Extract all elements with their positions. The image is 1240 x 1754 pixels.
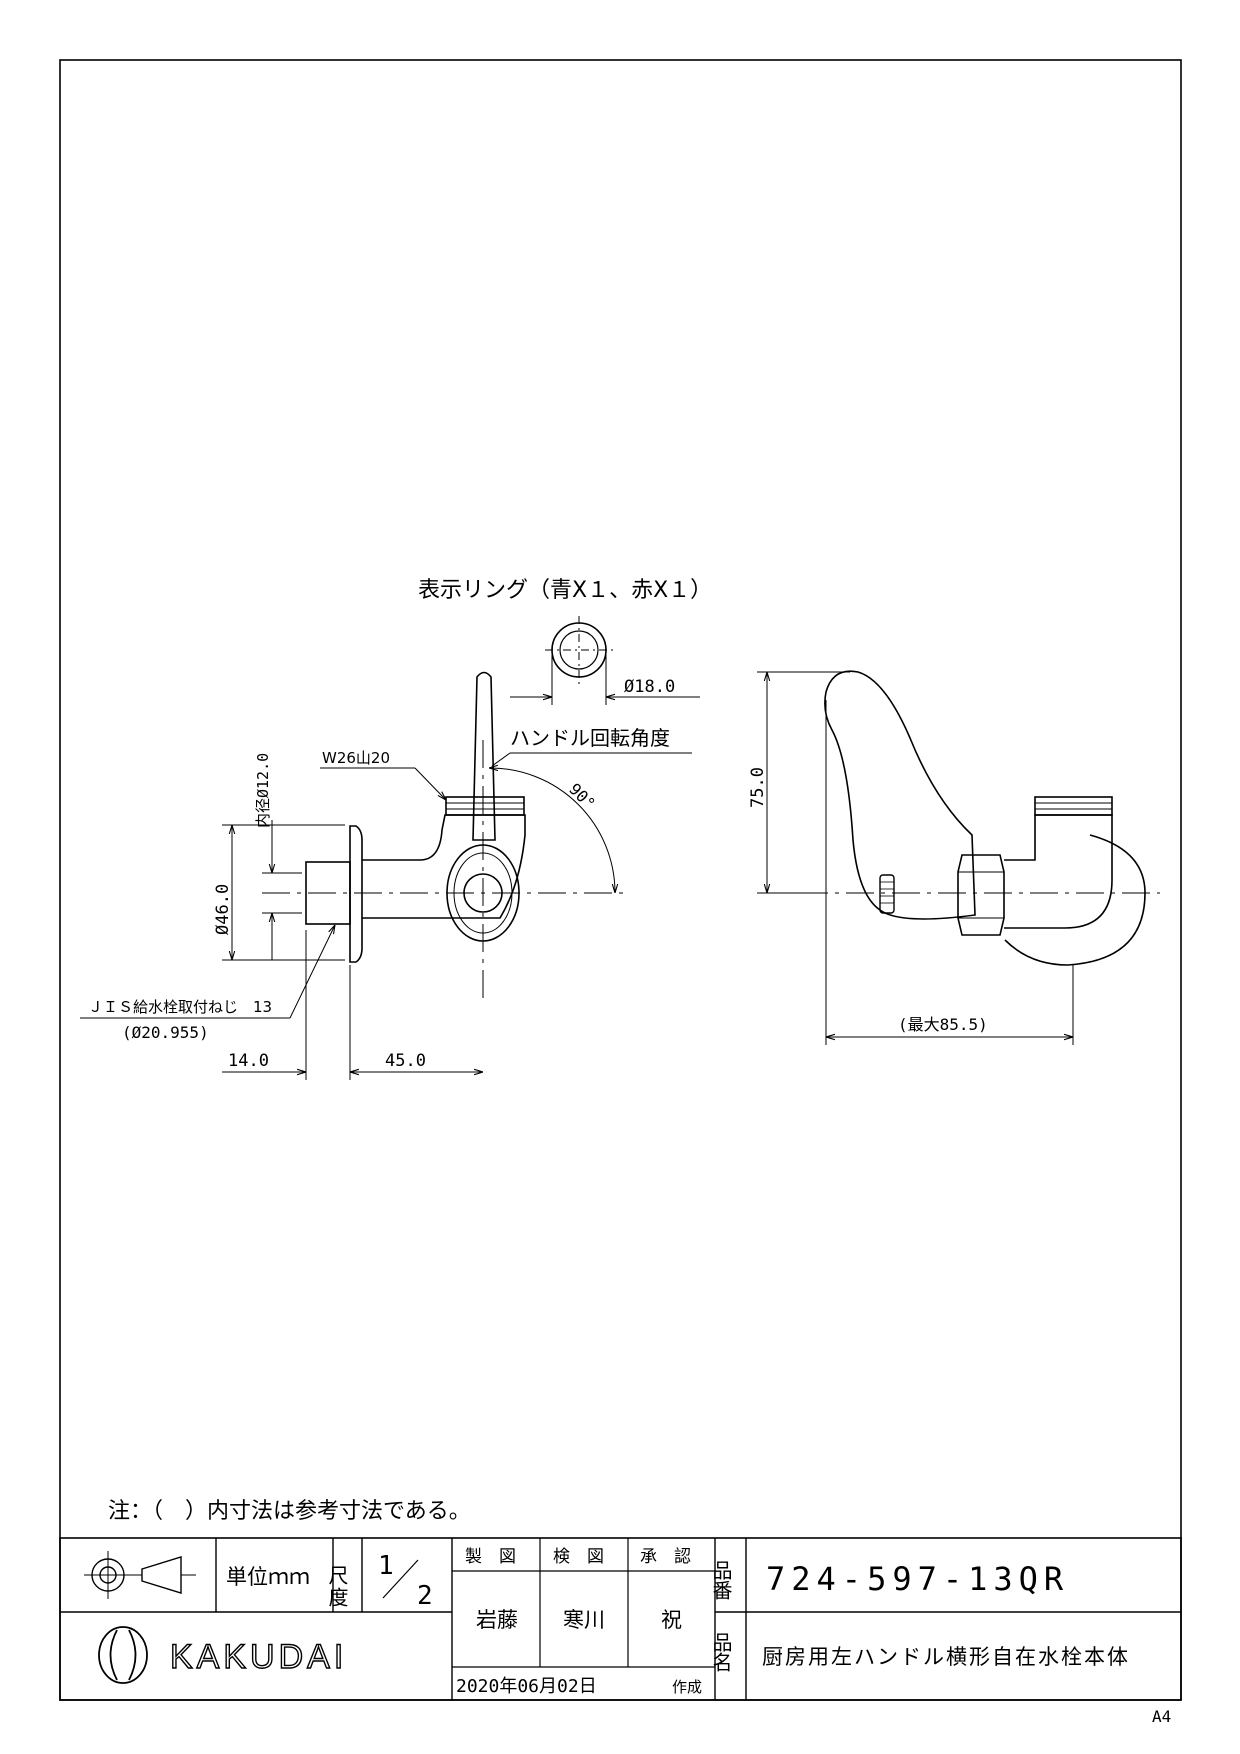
dim-45-label: 45.0 — [385, 1051, 426, 1071]
thread-spec-label: W26山20 — [322, 749, 390, 767]
brand-name: KAKUDAI — [170, 1638, 347, 1676]
indicator-ring-label: 表示リング（青X１、赤X１） — [418, 578, 712, 603]
kakudai-logo: KAKUDAI — [98, 1626, 347, 1684]
right-view: 75.0 (最大85.5) — [748, 670, 1160, 1045]
drawn-by-header: 製 図 — [465, 1547, 516, 1567]
approved-by-name: 祝 — [661, 1608, 682, 1632]
angle-label: 90° — [565, 779, 599, 813]
handle-rotation-label: ハンドル回転角度 — [510, 726, 670, 750]
indicator-ring-detail: 表示リング（青X１、赤X１） Ø18.0 — [418, 578, 712, 705]
created-date: 2020年06月02日 — [456, 1676, 597, 1697]
part-name: 厨房用左ハンドル横形自在水栓本体 — [762, 1645, 1130, 1669]
projection-symbol-icon — [84, 1551, 196, 1599]
drawing-border — [59, 59, 1182, 1701]
jis-diameter-label: (Ø20.955) — [122, 1023, 209, 1042]
left-view: 90° ハンドル回転角度 W26山20 Ø46.0 内径Ø12.0 ＪＩＳ給水栓… — [80, 671, 692, 1080]
unit-label: 単位ｍｍ — [226, 1565, 310, 1589]
scale-denominator: 2 — [417, 1581, 433, 1611]
dim-75-label: 75.0 — [748, 767, 768, 808]
checked-by-header: 検 図 — [553, 1547, 604, 1567]
paper-size-label: A4 — [1152, 1707, 1171, 1726]
part-name-header: 品名 — [709, 1632, 733, 1672]
ring-diameter-label: Ø18.0 — [624, 677, 675, 697]
approved-by-header: 承 認 — [640, 1547, 691, 1567]
drawn-by-name: 岩藤 — [476, 1608, 518, 1632]
body-diameter-label: Ø46.0 — [213, 884, 233, 935]
checked-by-name: 寒川 — [563, 1608, 605, 1632]
created-label: 作成 — [672, 1678, 702, 1696]
part-number-header: 品番 — [709, 1560, 733, 1600]
part-number: 724-597-13QR — [766, 1560, 1069, 1598]
title-block: 単位ｍｍ 尺度 1 2 製 図 検 図 承 認 岩藤 寒川 祝 2020年06月… — [59, 1537, 1182, 1701]
inner-diameter-label: 内径Ø12.0 — [254, 753, 272, 828]
dim-max-label: (最大85.5) — [898, 1015, 988, 1034]
reference-dimension-note: 注：（ ）内寸法は参考寸法である。 — [108, 1499, 471, 1524]
dim-14-label: 14.0 — [228, 1051, 269, 1071]
scale-label: 尺度 — [325, 1565, 349, 1609]
scale-numerator: 1 — [378, 1551, 394, 1581]
jis-thread-label: ＪＩＳ給水栓取付ねじ 13 — [88, 998, 272, 1016]
